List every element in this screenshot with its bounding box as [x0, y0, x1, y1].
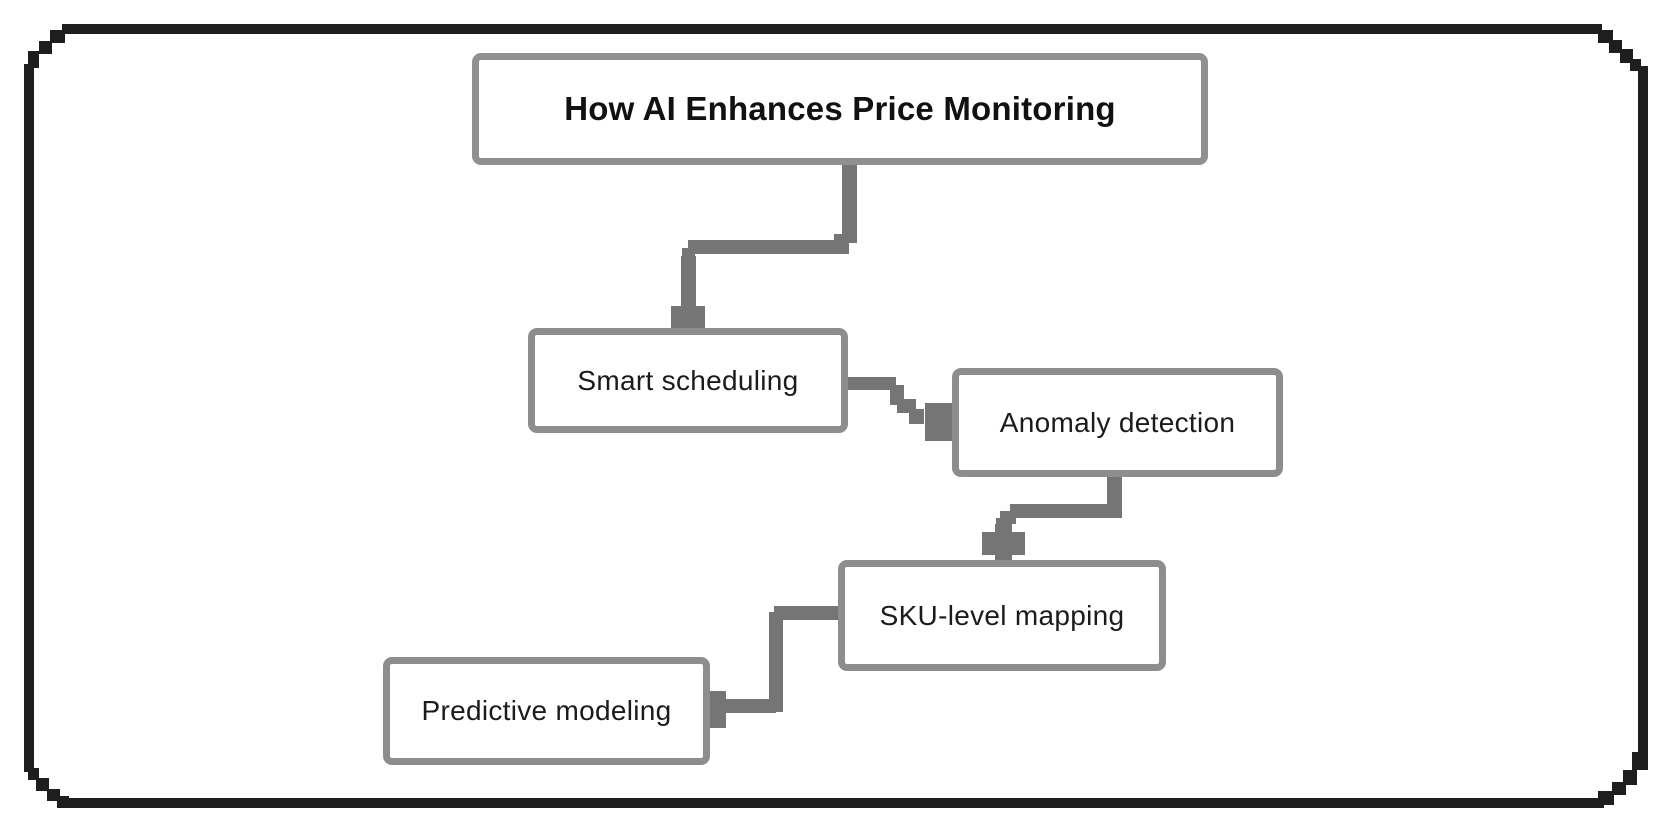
node-predictive-modeling: Predictive modeling [383, 657, 710, 765]
connector-smart-scheduling-to-anomaly-detection [844, 377, 954, 441]
node-label: Smart scheduling [577, 364, 799, 396]
diagram-title-box: How AI Enhances Price Monitoring [472, 53, 1208, 165]
node-sku-level-mapping: SKU-level mapping [838, 560, 1166, 671]
node-smart-scheduling: Smart scheduling [528, 328, 848, 433]
node-anomaly-detection: Anomaly detection [952, 368, 1283, 477]
connector-anomaly-detection-to-sku-level-mapping [982, 470, 1122, 564]
connector-sku-level-mapping-to-predictive-modeling [699, 606, 844, 728]
connector-title-to-smart-scheduling [671, 160, 857, 330]
frame-border [24, 24, 1648, 808]
node-label: Predictive modeling [421, 695, 672, 726]
diagram-title: How AI Enhances Price Monitoring [564, 90, 1116, 127]
node-label: Anomaly detection [999, 406, 1236, 438]
node-label: SKU-level mapping [879, 599, 1125, 631]
